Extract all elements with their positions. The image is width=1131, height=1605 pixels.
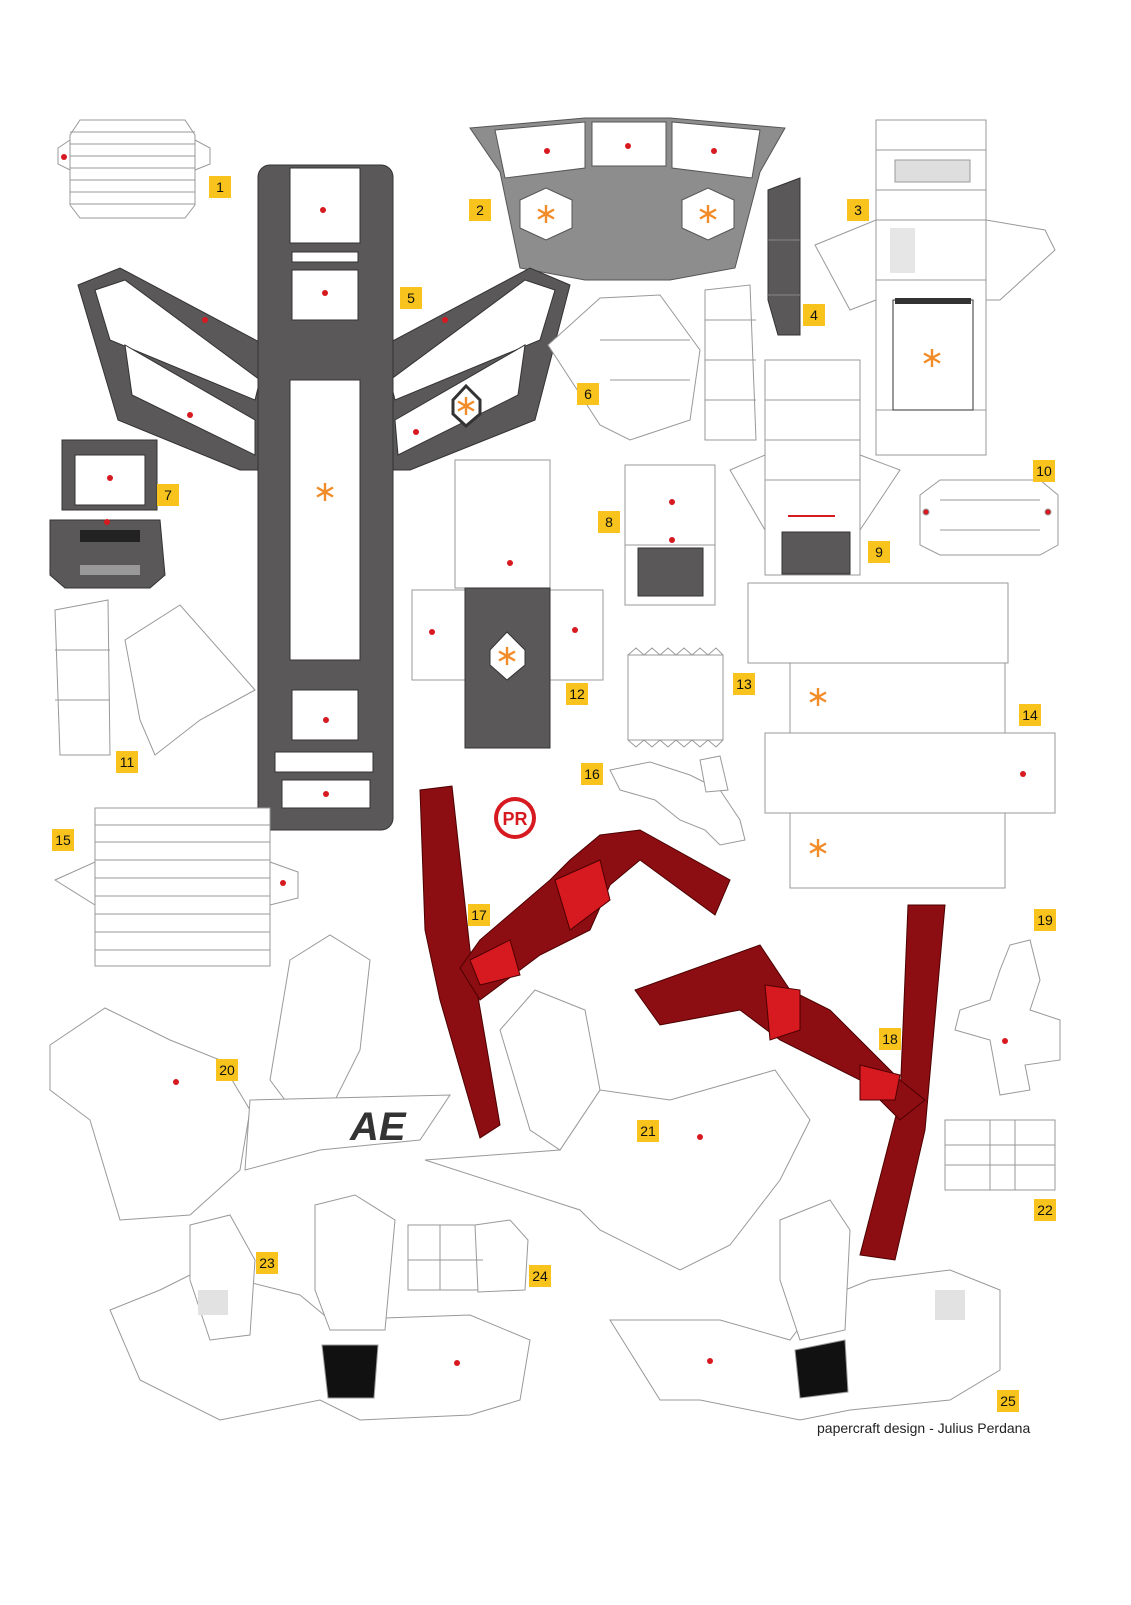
pr-badge: PR — [494, 797, 536, 839]
piece-15 — [53, 807, 299, 967]
piece-label-11: 11 — [116, 751, 138, 773]
piece-22 — [944, 1119, 1056, 1191]
piece-label-12: 12 — [566, 683, 588, 705]
piece-7 — [49, 439, 166, 589]
piece-label-22: 22 — [1034, 1199, 1056, 1221]
piece-label-2: 2 — [469, 199, 491, 221]
piece-21 — [424, 989, 811, 1271]
piece-label-19: 19 — [1034, 909, 1056, 931]
piece-label-3: 3 — [847, 199, 869, 221]
piece-label-14: 14 — [1019, 704, 1041, 726]
piece-4 — [767, 177, 801, 336]
piece-12 — [411, 459, 604, 749]
piece-8 — [624, 464, 716, 606]
piece-16 — [609, 755, 746, 846]
piece-label-5: 5 — [400, 287, 422, 309]
piece-9 — [729, 359, 901, 576]
piece-label-1: 1 — [209, 176, 231, 198]
piece-18 — [634, 904, 946, 1261]
piece-label-9: 9 — [868, 541, 890, 563]
piece-label-10: 10 — [1033, 460, 1055, 482]
piece-label-20: 20 — [216, 1059, 238, 1081]
piece-6 — [547, 284, 757, 441]
piece-25 — [609, 1199, 1001, 1421]
piece-10 — [919, 479, 1059, 556]
piece-11 — [54, 599, 256, 756]
piece-2 — [469, 117, 786, 281]
piece-1 — [57, 119, 211, 219]
piece-20: AE — [49, 934, 451, 1221]
piece-3 — [814, 119, 1056, 456]
piece-label-13: 13 — [733, 673, 755, 695]
svg-text:AE: AE — [349, 1105, 407, 1149]
piece-17 — [419, 785, 731, 1139]
piece-label-8: 8 — [598, 511, 620, 533]
piece-label-17: 17 — [468, 904, 490, 926]
piece-label-7: 7 — [157, 484, 179, 506]
piece-label-24: 24 — [529, 1265, 551, 1287]
piece-label-4: 4 — [803, 304, 825, 326]
piece-label-18: 18 — [879, 1028, 901, 1050]
svg-text:PR: PR — [502, 809, 527, 829]
piece-label-15: 15 — [52, 829, 74, 851]
piece-label-25: 25 — [997, 1390, 1019, 1412]
designer-credit: papercraft design - Julius Perdana — [817, 1420, 1031, 1436]
piece-24 — [407, 1219, 529, 1293]
piece-label-6: 6 — [577, 383, 599, 405]
piece-23 — [109, 1194, 531, 1421]
piece-label-23: 23 — [256, 1252, 278, 1274]
piece-13 — [627, 647, 724, 748]
piece-19 — [954, 939, 1061, 1096]
piece-5 — [77, 164, 571, 831]
piece-14 — [747, 582, 1056, 889]
piece-label-16: 16 — [581, 763, 603, 785]
piece-label-21: 21 — [637, 1120, 659, 1142]
